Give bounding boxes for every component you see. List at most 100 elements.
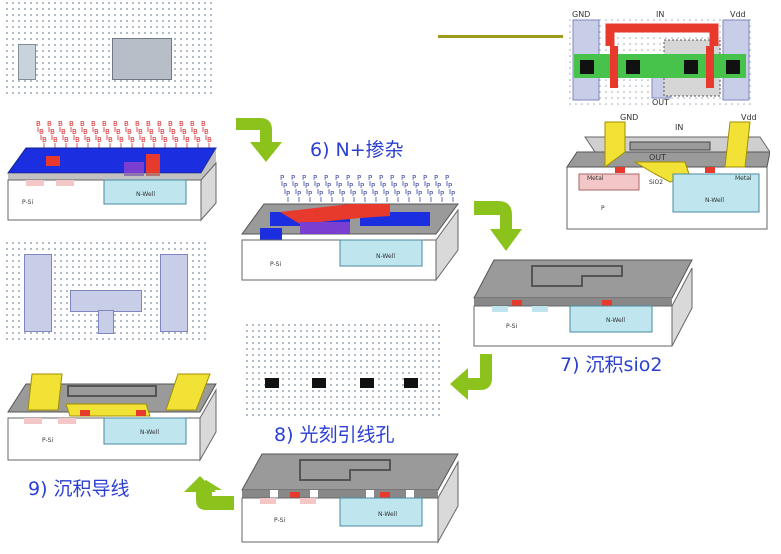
boron-marker: B [69, 120, 74, 128]
boron-marker: B [174, 136, 179, 144]
psub-label-stage6: P-Si [270, 261, 281, 268]
boron-marker: B [36, 120, 41, 128]
mask-metal-stem [98, 310, 114, 334]
boron-marker: B [94, 128, 99, 136]
phosphorus-marker: P [374, 190, 378, 198]
boron-marker: B [127, 128, 132, 136]
boron-marker: B [141, 136, 146, 144]
phosphorus-marker: P [330, 190, 334, 198]
boron-marker: B [64, 136, 69, 144]
phosphorus-marker: P [418, 190, 422, 198]
contact-hole-2 [312, 378, 326, 388]
boron-marker: B [80, 120, 85, 128]
mask-dot-field-top-left [4, 0, 214, 95]
mask-metal-right [160, 254, 188, 332]
nwell-label-stage7: N-Well [606, 317, 625, 324]
step-9-label: 9) 沉积导线 [28, 478, 130, 500]
phosphorus-marker: P [360, 182, 364, 190]
phosphorus-marker: P [407, 190, 411, 198]
boron-marker: B [42, 136, 47, 144]
phosphorus-marker: P [346, 174, 350, 182]
psub-label-stage7: P-Si [506, 323, 517, 330]
phosphorus-marker: P [294, 182, 298, 190]
phosphorus-marker: P [363, 190, 367, 198]
flow-arrow-3 [450, 354, 492, 400]
boron-marker: B [157, 120, 162, 128]
flow-arrow-4 [184, 476, 234, 510]
pwell-label: P [601, 205, 605, 212]
contact-hole-4 [404, 378, 418, 388]
in-label-3d: IN [675, 123, 683, 132]
phosphorus-marker: P [371, 182, 375, 190]
psub-label-stage5: P-Si [22, 199, 33, 206]
boron-marker: B [47, 120, 52, 128]
nwell-label-stage5: N-Well [136, 191, 155, 198]
phosphorus-marker: P [434, 174, 438, 182]
phosphorus-marker: P [341, 190, 345, 198]
boron-marker: B [130, 136, 135, 144]
boron-marker: B [50, 128, 55, 136]
boron-marker: B [113, 120, 118, 128]
boron-marker: B [124, 120, 129, 128]
metal-label-right: Metal [735, 175, 752, 182]
phosphorus-marker: P [396, 190, 400, 198]
boron-marker: B [91, 120, 96, 128]
phosphorus-marker: P [451, 190, 455, 198]
phosphorus-marker: P [393, 182, 397, 190]
stage-contact-holes: P-Si N-Well [241, 453, 459, 544]
boron-marker: B [146, 120, 151, 128]
phosphorus-marker: P [305, 182, 309, 190]
boron-marker: B [168, 120, 173, 128]
boron-marker: B [193, 128, 198, 136]
vdd-label: Vdd [730, 10, 746, 19]
out-label: OUT [652, 98, 669, 106]
psub-label-stage8: P-Si [274, 517, 285, 524]
vdd-label-3d: Vdd [741, 113, 757, 122]
boron-marker: B [152, 136, 157, 144]
stage-sio2: P-Si N-Well [473, 259, 693, 347]
phosphorus-marker: P [423, 174, 427, 182]
step-8-label: 8) 光刻引线孔 [274, 424, 395, 446]
boron-marker: B [160, 128, 165, 136]
phosphorus-marker: P [429, 190, 433, 198]
nwell-label-stage8: N-Well [378, 511, 397, 518]
boron-marker: B [171, 128, 176, 136]
phosphorus-marker: P [324, 174, 328, 182]
step-7-label: 7) 沉积sio2 [560, 354, 663, 376]
boron-marker: B [116, 128, 121, 136]
phosphorus-marker: P [390, 174, 394, 182]
gnd-label: GND [572, 10, 590, 19]
phosphorus-marker: P [297, 190, 301, 198]
nwell-label-stage6: N-Well [376, 253, 395, 260]
phosphorus-marker: P [440, 190, 444, 198]
boron-marker: B [102, 120, 107, 128]
mask-rect-large [112, 38, 172, 80]
phosphorus-marker: P [327, 182, 331, 190]
boron-marker: B [190, 120, 195, 128]
boron-marker: B [97, 136, 102, 144]
boron-marker: B [201, 120, 206, 128]
phosphorus-marker: P [291, 174, 295, 182]
phosphorus-marker: P [302, 174, 306, 182]
boron-marker: B [119, 136, 124, 144]
flow-arrow-2 [474, 201, 522, 251]
nwell-label-stage9: N-Well [140, 429, 159, 436]
sio2-label: SiO2 [649, 179, 663, 186]
boron-marker: B [86, 136, 91, 144]
gnd-label-3d: GND [620, 113, 638, 122]
in-label: IN [656, 10, 664, 19]
phosphorus-marker: P [445, 174, 449, 182]
mask-metal-bar [70, 290, 142, 312]
phosphorus-marker: P [316, 182, 320, 190]
boron-marker: B [135, 120, 140, 128]
contact-hole-3 [360, 378, 374, 388]
phosphorus-marker: P [319, 190, 323, 198]
boron-marker: B [72, 128, 77, 136]
phosphorus-marker: P [308, 190, 312, 198]
phosphorus-marker: P [382, 182, 386, 190]
phosphorus-marker: P [286, 190, 290, 198]
phosphorus-marker: P [368, 174, 372, 182]
phosphorus-marker: P [404, 182, 408, 190]
